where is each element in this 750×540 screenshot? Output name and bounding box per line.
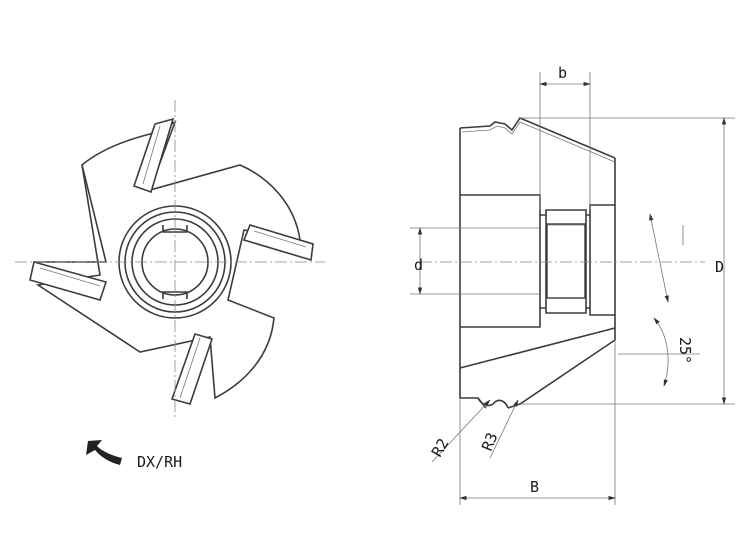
section-view	[420, 117, 705, 409]
dimension-b: b	[539, 64, 591, 210]
dimension-d: d	[410, 227, 540, 295]
svg-text:b: b	[558, 64, 567, 82]
dimension-angle: 25°	[618, 213, 700, 387]
section-outline	[459, 128, 616, 409]
svg-text:25°: 25°	[676, 337, 694, 364]
dimension-R2: R2	[428, 399, 491, 463]
dimension-B: B	[459, 340, 616, 505]
svg-text:d: d	[414, 256, 423, 274]
dimension-D: D	[520, 117, 735, 405]
rotation-label: DX/RH	[137, 453, 182, 471]
blade-bottom	[170, 333, 214, 405]
rotation-indicator: DX/RH	[86, 440, 182, 471]
blade-left	[29, 261, 108, 301]
svg-text:R3: R3	[478, 430, 501, 453]
svg-text:D: D	[715, 258, 724, 276]
blade-right	[242, 224, 314, 262]
cutter-body	[35, 120, 301, 400]
rotation-arrow-icon	[86, 440, 122, 465]
blade-top	[132, 117, 175, 194]
svg-text:R2: R2	[428, 435, 453, 460]
svg-text:B: B	[530, 478, 539, 496]
front-view	[15, 100, 325, 420]
dimension-R3: R3	[478, 399, 519, 459]
